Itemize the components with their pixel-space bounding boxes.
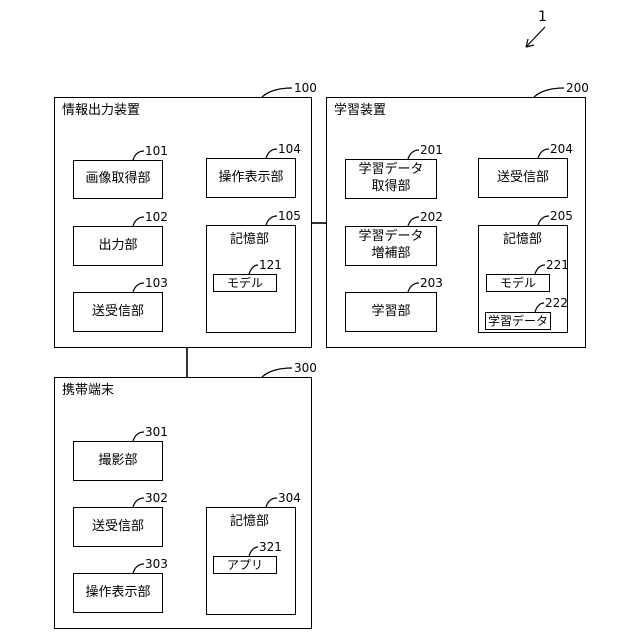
learning-unit: 学習部 [345,292,437,332]
transceiver-unit-100: 送受信部 [73,292,163,332]
model-121-ref: 121 [259,259,282,271]
training-data-222: 学習データ [485,312,551,330]
learning-device-ref: 200 [566,82,589,94]
storage-105-ref: 105 [278,210,301,222]
op-display-unit-100: 操作表示部 [206,158,296,198]
model-221: モデル [486,274,550,292]
figure-arrow [526,27,545,47]
figure-arrowhead [526,39,534,47]
training-data-acquisition-unit: 学習データ 取得部 [345,159,437,199]
camera-unit-ref: 301 [145,426,168,438]
app-321: アプリ [213,556,277,574]
op-display-unit-300: 操作表示部 [73,573,163,613]
storage-105-label: 記憶部 [230,233,269,246]
leader-300 [262,368,292,377]
image-acquisition-ref: 101 [145,145,168,157]
transceiver-unit-200: 送受信部 [478,158,568,198]
figure-ref: 1 [538,10,547,24]
storage-304-label: 記憶部 [230,515,269,528]
training-data-222-ref: 222 [545,297,568,309]
transceiver-ref-300: 302 [145,492,168,504]
op-display-ref-100: 104 [278,143,301,155]
training-data-augmentation-ref: 202 [420,211,443,223]
learning-unit-ref: 203 [420,277,443,289]
op-display-ref-300: 303 [145,558,168,570]
info-output-device-ref: 100 [294,82,317,94]
model-121: モデル [213,274,277,292]
image-acquisition-unit: 画像取得部 [73,160,163,199]
transceiver-unit-300: 送受信部 [73,507,163,547]
transceiver-ref-100: 103 [145,277,168,289]
storage-304-ref: 304 [278,492,301,504]
leader-200 [534,88,564,97]
storage-205-ref: 205 [550,210,573,222]
output-unit-ref: 102 [145,211,168,223]
storage-205-label: 記憶部 [503,233,542,246]
leader-100 [262,88,292,97]
learning-device-title: 学習装置 [334,104,386,117]
output-unit: 出力部 [73,226,163,266]
mobile-terminal-title: 携帯端末 [62,384,114,397]
training-data-acquisition-ref: 201 [420,144,443,156]
model-221-ref: 221 [546,259,569,271]
transceiver-ref-200: 204 [550,143,573,155]
mobile-terminal-ref: 300 [294,362,317,374]
app-321-ref: 321 [259,541,282,553]
training-data-augmentation-unit: 学習データ 増補部 [345,226,437,266]
info-output-device-title: 情報出力装置 [62,104,140,117]
camera-unit: 撮影部 [73,441,163,481]
